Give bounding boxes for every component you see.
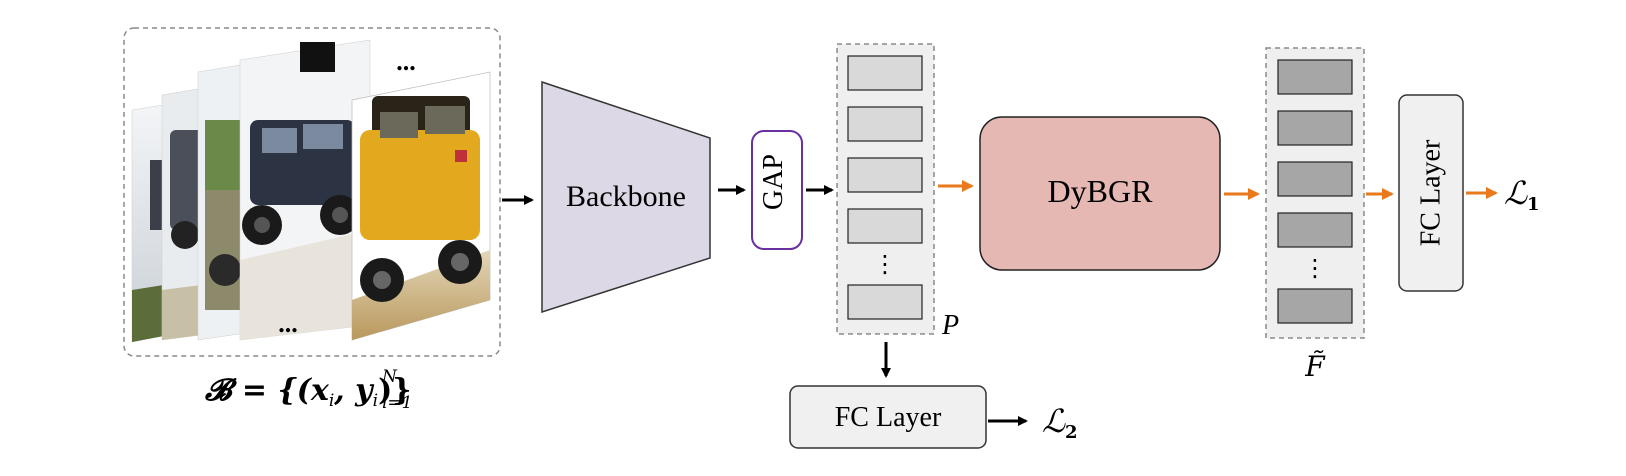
fc-layer-right-label: FC Layer: [1416, 139, 1447, 246]
formula-sub-i2: i: [373, 391, 378, 411]
vehicle-image-4: [239, 39, 371, 341]
fc-layer-right-box: [1398, 94, 1464, 292]
refined-ellipsis: ⋮: [1303, 254, 1327, 282]
refined-slot-4: [1277, 212, 1353, 248]
formula-sub-i1: i: [329, 391, 334, 411]
formula-main: 𝓑 = {(x: [204, 373, 330, 408]
loss-1: ℒ1: [1504, 174, 1540, 215]
gap-label: GAP: [758, 154, 789, 210]
batch-formula: 𝓑 = {(xi, yi)}: [204, 373, 412, 411]
loss-1-subscript: 1: [1527, 194, 1540, 215]
prototype-bank: ⋮ P: [836, 43, 959, 341]
formula-comma: , y: [333, 373, 375, 408]
prototype-label: P: [941, 310, 959, 341]
loss-1-symbol: ℒ: [1504, 174, 1528, 212]
formula-sub-range: i=1: [382, 393, 413, 413]
prototype-slot-n: [847, 284, 923, 320]
refined-slot-2: [1277, 110, 1353, 146]
formula-close: )}: [378, 373, 412, 408]
vehicle-image-front: [351, 71, 491, 341]
gap-box: [751, 130, 803, 250]
refined-slot-n: [1277, 288, 1353, 324]
refined-slot-3: [1277, 161, 1353, 197]
refined-feature-label: F̃: [1304, 350, 1326, 383]
dybgr-label: DyBGR: [1048, 173, 1154, 209]
ellipsis-top: ...: [396, 47, 416, 76]
input-batch: ... ... 𝓑 = {(xi, yi)} N i=1: [123, 27, 501, 413]
prototype-slot-4: [847, 208, 923, 244]
refined-feature-bank: ⋮ F̃: [1265, 47, 1365, 383]
dybgr-box: [979, 116, 1221, 271]
formula-sup: N: [381, 367, 398, 387]
loss-2-symbol: ℒ: [1042, 402, 1066, 440]
loss-2: ℒ2: [1042, 402, 1078, 443]
prototype-slot-3: [847, 157, 923, 193]
backbone-trapezoid: [541, 80, 711, 314]
dybgr-block: DyBGR: [979, 116, 1221, 271]
input-batch-frame: [123, 27, 501, 357]
gap-block: GAP: [751, 130, 803, 250]
ellipsis-bottom: ...: [278, 309, 298, 338]
refined-slot-1: [1277, 59, 1353, 95]
prototype-ellipsis: ⋮: [873, 250, 897, 278]
fc-layer-bottom-label: FC Layer: [835, 402, 942, 433]
backbone-label: Backbone: [566, 180, 686, 213]
fc-layer-right: FC Layer: [1398, 94, 1464, 292]
prototype-slot-1: [847, 55, 923, 91]
fc-layer-bottom: FC Layer: [789, 385, 987, 449]
prototype-slot-2: [847, 106, 923, 142]
backbone-block: Backbone: [541, 80, 711, 314]
loss-2-subscript: 2: [1065, 422, 1078, 443]
fc-layer-bottom-box: [789, 385, 987, 449]
